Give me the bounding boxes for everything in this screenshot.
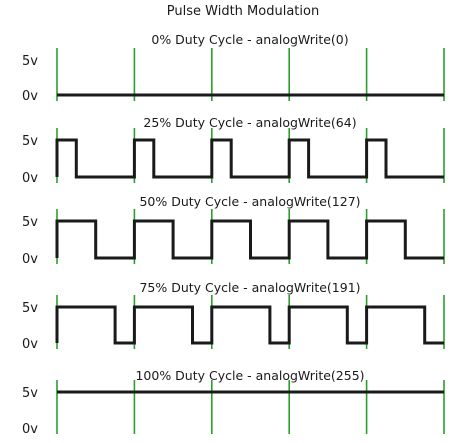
- high-level-label: 5v: [22, 215, 38, 230]
- panel-title: 0% Duty Cycle - analogWrite(0): [151, 32, 348, 47]
- pwm-waveform: [55, 305, 444, 345]
- pwm-panel: 100% Duty Cycle - analogWrite(255) 5v 0v: [22, 368, 445, 437]
- high-level-label: 5v: [22, 301, 38, 316]
- low-level-label: 0v: [22, 252, 38, 267]
- panel-title: 100% Duty Cycle - analogWrite(255): [135, 368, 364, 383]
- high-level-label: 5v: [22, 386, 38, 401]
- diagram-title: Pulse Width Modulation: [167, 4, 319, 19]
- low-level-label: 0v: [22, 422, 38, 437]
- panel-title: 75% Duty Cycle - analogWrite(191): [139, 280, 360, 295]
- pwm-waveform: [55, 138, 444, 179]
- low-level-label: 0v: [22, 171, 38, 186]
- low-level-label: 0v: [22, 89, 38, 104]
- pwm-panel: 50% Duty Cycle - analogWrite(127) 5v 0v: [22, 194, 445, 267]
- pwm-waveform: [55, 219, 444, 260]
- panel-title: 25% Duty Cycle - analogWrite(64): [143, 115, 356, 130]
- high-level-label: 5v: [22, 134, 38, 149]
- pwm-panel: 25% Duty Cycle - analogWrite(64) 5v 0v: [22, 115, 445, 186]
- pwm-panel: 0% Duty Cycle - analogWrite(0) 5v 0v: [22, 32, 445, 104]
- high-level-label: 5v: [22, 54, 38, 69]
- panel-title: 50% Duty Cycle - analogWrite(127): [139, 194, 360, 209]
- pwm-panel: 75% Duty Cycle - analogWrite(191) 5v 0v: [22, 280, 445, 352]
- low-level-label: 0v: [22, 337, 38, 352]
